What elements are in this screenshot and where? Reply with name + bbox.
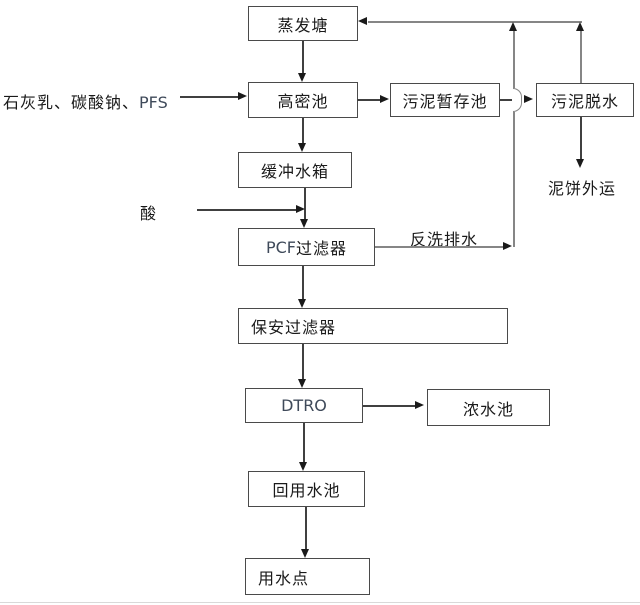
- arrowhead-into-high-density-tank: [298, 73, 306, 82]
- reagents-label-cjk: 石灰乳、碳酸钠、: [3, 93, 140, 112]
- arrowhead-into-concentrate-pond: [415, 401, 424, 409]
- arrowhead-acid-feed: [296, 205, 305, 213]
- connector-dewatering-riser: [580, 31, 582, 83]
- connector-dtro-to-reuse-pond: [303, 423, 305, 463]
- page-bottom-rule: [0, 602, 640, 603]
- connector-high-density-to-buffer: [302, 118, 304, 145]
- connector-backwash-riser-lower: [513, 112, 515, 247]
- node-reuse-pond-label: 回用水池: [272, 481, 341, 500]
- node-evaporation-pond: 蒸发塘: [248, 6, 358, 41]
- line-jump-arc: [513, 88, 522, 112]
- arrowhead-backwash-drain: [503, 242, 512, 250]
- node-pcf-filter-label-cjk: 过滤器: [296, 239, 348, 258]
- connector-backwash-drain: [375, 246, 503, 248]
- node-dtro-label: DTRO: [281, 396, 327, 415]
- arrowhead-into-evaporation-pond: [358, 17, 367, 25]
- reagents-label: 石灰乳、碳酸钠、PFS: [3, 89, 168, 113]
- connector-sludge-storage-to-dewatering: [500, 99, 512, 101]
- node-sludge-storage: 污泥暂存池: [390, 83, 500, 117]
- node-evaporation-pond-label: 蒸发塘: [277, 15, 329, 35]
- arrowhead-into-pcf-filter: [300, 219, 308, 228]
- arrowhead-into-security-filter: [298, 299, 306, 308]
- node-reuse-pond: 回用水池: [248, 471, 365, 507]
- node-high-density-tank: 高密池: [248, 82, 358, 118]
- node-concentrate-pond-label: 浓水池: [462, 399, 514, 419]
- node-sludge-dewatering: 污泥脱水: [536, 83, 634, 117]
- node-security-filter-label: 保安过滤器: [251, 318, 337, 337]
- connector-reuse-to-use-point: [305, 507, 307, 549]
- arrowhead-into-sludge-dewatering: [524, 95, 533, 103]
- node-high-density-tank-label: 高密池: [277, 92, 329, 111]
- acid-label: 酸: [140, 204, 158, 223]
- node-pcf-filter: PCF 过滤器: [238, 228, 375, 266]
- node-pcf-filter-label-latin: PCF: [265, 237, 296, 257]
- arrowhead-into-sludge-storage: [380, 95, 389, 103]
- arrowhead-into-dtro: [298, 379, 306, 388]
- node-concentrate-pond: 浓水池: [427, 389, 550, 426]
- connector-evaporation-to-high-density: [302, 41, 304, 74]
- arrowhead-into-buffer-tank: [298, 143, 306, 152]
- node-water-use-point: 用水点: [245, 558, 370, 595]
- connector-backwash-riser-upper: [513, 31, 515, 88]
- node-security-filter: 保安过滤器: [238, 308, 508, 344]
- connector-buffer-to-pcf: [304, 188, 306, 220]
- arrowhead-to-mud-cake-out: [576, 159, 584, 168]
- connector-high-density-to-sludge-storage: [357, 99, 380, 101]
- connector-return-to-evaporation-pond: [368, 21, 582, 23]
- connector-dewatering-to-mud-cake: [580, 117, 582, 160]
- node-buffer-tank-label: 缓冲水箱: [260, 162, 329, 181]
- connector-security-to-dtro: [302, 344, 304, 380]
- reagents-label-latin: PFS: [139, 93, 168, 112]
- arrowhead-into-reuse-pond: [299, 462, 307, 471]
- node-sludge-dewatering-label: 污泥脱水: [550, 92, 619, 111]
- connector-pcf-to-security: [302, 266, 304, 300]
- connector-dtro-to-concentrate-pond: [363, 405, 416, 407]
- arrowhead-reagents-feed: [238, 92, 247, 100]
- node-sludge-storage-label: 污泥暂存池: [402, 92, 488, 111]
- node-dtro: DTRO: [245, 388, 363, 423]
- arrowhead-into-water-use-point: [301, 549, 309, 558]
- connector-reagents-feed: [180, 96, 238, 98]
- mud-cake-out-label: 泥饼外运: [548, 179, 617, 198]
- backwash-drain-label: 反洗排水: [410, 230, 479, 249]
- node-buffer-tank: 缓冲水箱: [238, 152, 352, 188]
- arrowhead-dewatering-riser-up: [576, 22, 584, 31]
- arrowhead-backwash-riser-up: [509, 22, 517, 31]
- connector-acid-feed: [197, 209, 296, 211]
- node-water-use-point-label: 用水点: [258, 568, 310, 588]
